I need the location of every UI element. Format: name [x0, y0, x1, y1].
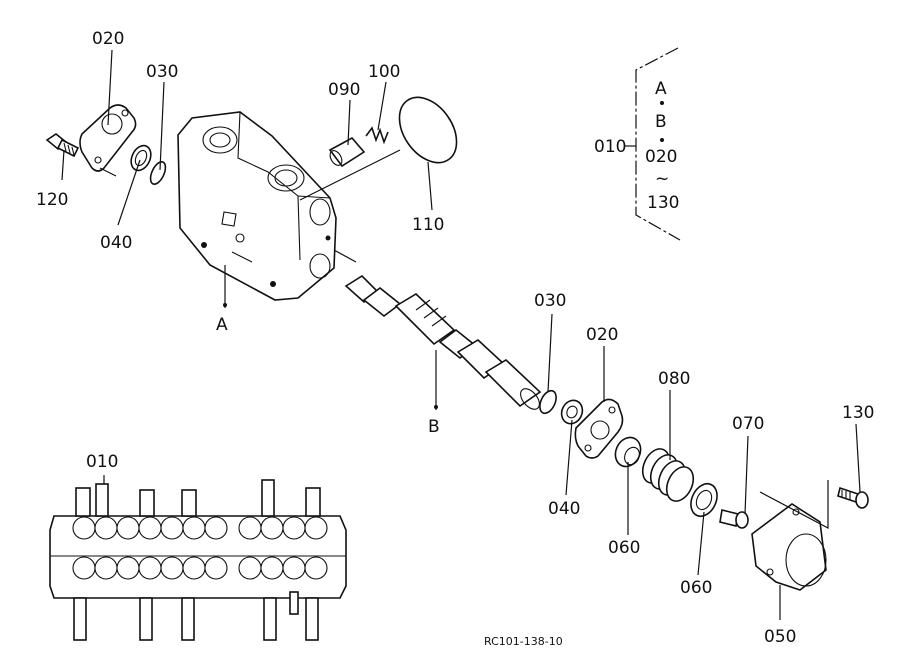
callout-020-right: 020: [586, 325, 618, 345]
valve-assembly-010: [49, 475, 347, 641]
o-ring-110: [398, 96, 458, 164]
callout-070: 070: [732, 414, 764, 434]
bottom-handles: [73, 591, 319, 641]
cap-050: [751, 503, 827, 591]
callout-030-left: 030: [146, 62, 178, 82]
spool: [344, 274, 542, 410]
callout-100: 100: [368, 62, 400, 82]
callout-020-left: 020: [92, 29, 124, 49]
valve-body: [177, 111, 337, 301]
cover-plate-020-left: [79, 104, 137, 172]
disc-row-top: [72, 516, 328, 540]
seal-040-left: [130, 144, 152, 172]
legend-label: 010: [594, 137, 626, 157]
callout-110: 110: [412, 215, 444, 235]
legend-item-020: 020: [645, 147, 677, 167]
callout-130: 130: [842, 403, 874, 423]
spring-seat-060-a: [614, 436, 642, 468]
callout-ref-a: A: [216, 315, 228, 335]
disc-row-bottom: [72, 556, 328, 580]
spring-100: [365, 126, 389, 145]
plug-090: [328, 136, 366, 168]
callout-060-a: 060: [608, 538, 640, 558]
o-ring-030-right: [539, 389, 557, 415]
callout-050: 050: [764, 627, 796, 647]
legend-item-130: 130: [647, 193, 679, 213]
bolt-130: [837, 486, 869, 509]
callout-080: 080: [658, 369, 690, 389]
callout-060-b: 060: [680, 578, 712, 598]
callout-120: 120: [36, 190, 68, 210]
seal-040-right: [560, 399, 584, 425]
legend-item-b: B: [655, 112, 667, 132]
callout-ref-b: B: [428, 417, 440, 437]
callout-090: 090: [328, 80, 360, 100]
bolt-120: [45, 133, 80, 158]
drawing-code: RC101-138-10: [484, 635, 563, 648]
callout-010: 010: [86, 452, 118, 472]
o-ring-030-left: [149, 161, 167, 185]
spring-seat-060-b: [690, 482, 718, 518]
bolt-070: [719, 509, 749, 529]
spring-080: [641, 448, 695, 502]
callout-040-right: 040: [548, 499, 580, 519]
cover-plate-020-right: [574, 398, 624, 459]
callout-040-left: 040: [100, 233, 132, 253]
leader-lines: [61, 49, 861, 620]
legend-item-a: A: [655, 79, 667, 99]
top-studs: [75, 479, 321, 517]
legend-range-symbol: ~: [655, 169, 669, 189]
callout-030-right: 030: [534, 291, 566, 311]
legend-dot-1: [660, 101, 664, 105]
legend-dot-2: [660, 138, 664, 142]
legend-bracket: 010 A B 020 ~ 130: [594, 47, 681, 241]
